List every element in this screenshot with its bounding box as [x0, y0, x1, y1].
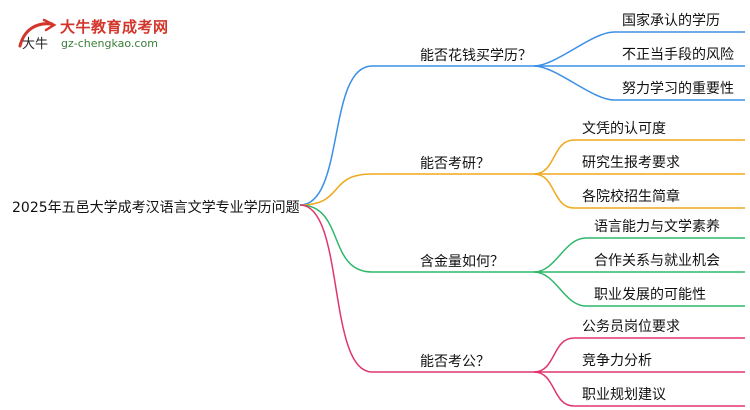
branch-to-leaf-connector-3-1: [533, 237, 587, 273]
branch-topic-4: 能否考公？: [420, 354, 490, 370]
branch-to-leaf-connector-1-3: [533, 65, 615, 101]
leaf-topic-1-2: 不正当手段的风险: [622, 47, 734, 63]
branch-to-leaf-connector-3-3: [533, 271, 587, 307]
leaf-topic-1-1: 国家承认的学历: [622, 12, 720, 29]
logo-url: gz-chengkao.com: [61, 37, 158, 50]
leaf-topic-4-2: 竞争力分析: [582, 352, 652, 369]
root-topic: 2025年五邑大学成考汉语言文学专业学历问题: [12, 200, 300, 216]
leaf-topic-4-1: 公务员岗位要求: [582, 319, 680, 335]
mindmap-connectors: [299, 31, 745, 407]
root-to-branch-connector-1: [299, 65, 373, 206]
leaf-topic-4-3: 职业规划建议: [582, 387, 666, 403]
branch-to-leaf-connector-4-3: [533, 371, 575, 407]
mindmap-labels: 2025年五邑大学成考汉语言文学专业学历问题 能否花钱买学历？ 国家承认的学历不正…: [12, 12, 734, 403]
leaf-topic-2-3: 各院校招生简章: [582, 188, 680, 205]
site-logo[interactable]: 大牛 大牛教育成考网 gz-chengkao.com: [14, 14, 168, 54]
leaf-topic-3-1: 语言能力与文学素养: [594, 219, 720, 235]
branch-topic-1: 能否花钱买学历？: [420, 48, 532, 64]
leaf-topic-3-3: 职业发展的可能性: [594, 287, 706, 303]
branch-topic-2: 能否考研？: [420, 156, 490, 172]
branch-to-leaf-connector-2-1: [533, 139, 575, 175]
logo-mark-text: 大牛: [22, 37, 48, 52]
branch-topic-3: 含金量如何？: [420, 254, 504, 270]
branch-to-leaf-connector-4-1: [533, 337, 575, 373]
root-to-branch-connector-4: [299, 204, 373, 373]
root-to-branch-connector-2: [299, 173, 373, 206]
leaf-topic-1-3: 努力学习的重要性: [622, 81, 734, 97]
branch-to-leaf-connector-2-3: [533, 173, 575, 209]
logo-title: 大牛教育成考网: [60, 18, 169, 36]
bull-logo-icon: 大牛: [18, 18, 57, 52]
leaf-topic-3-2: 合作关系与就业机会: [594, 253, 720, 269]
root-to-branch-connector-3: [299, 204, 373, 273]
leaf-topic-2-2: 研究生报考要求: [582, 155, 680, 171]
leaf-topic-2-1: 文凭的认可度: [582, 121, 666, 137]
branch-to-leaf-connector-1-1: [533, 31, 615, 67]
